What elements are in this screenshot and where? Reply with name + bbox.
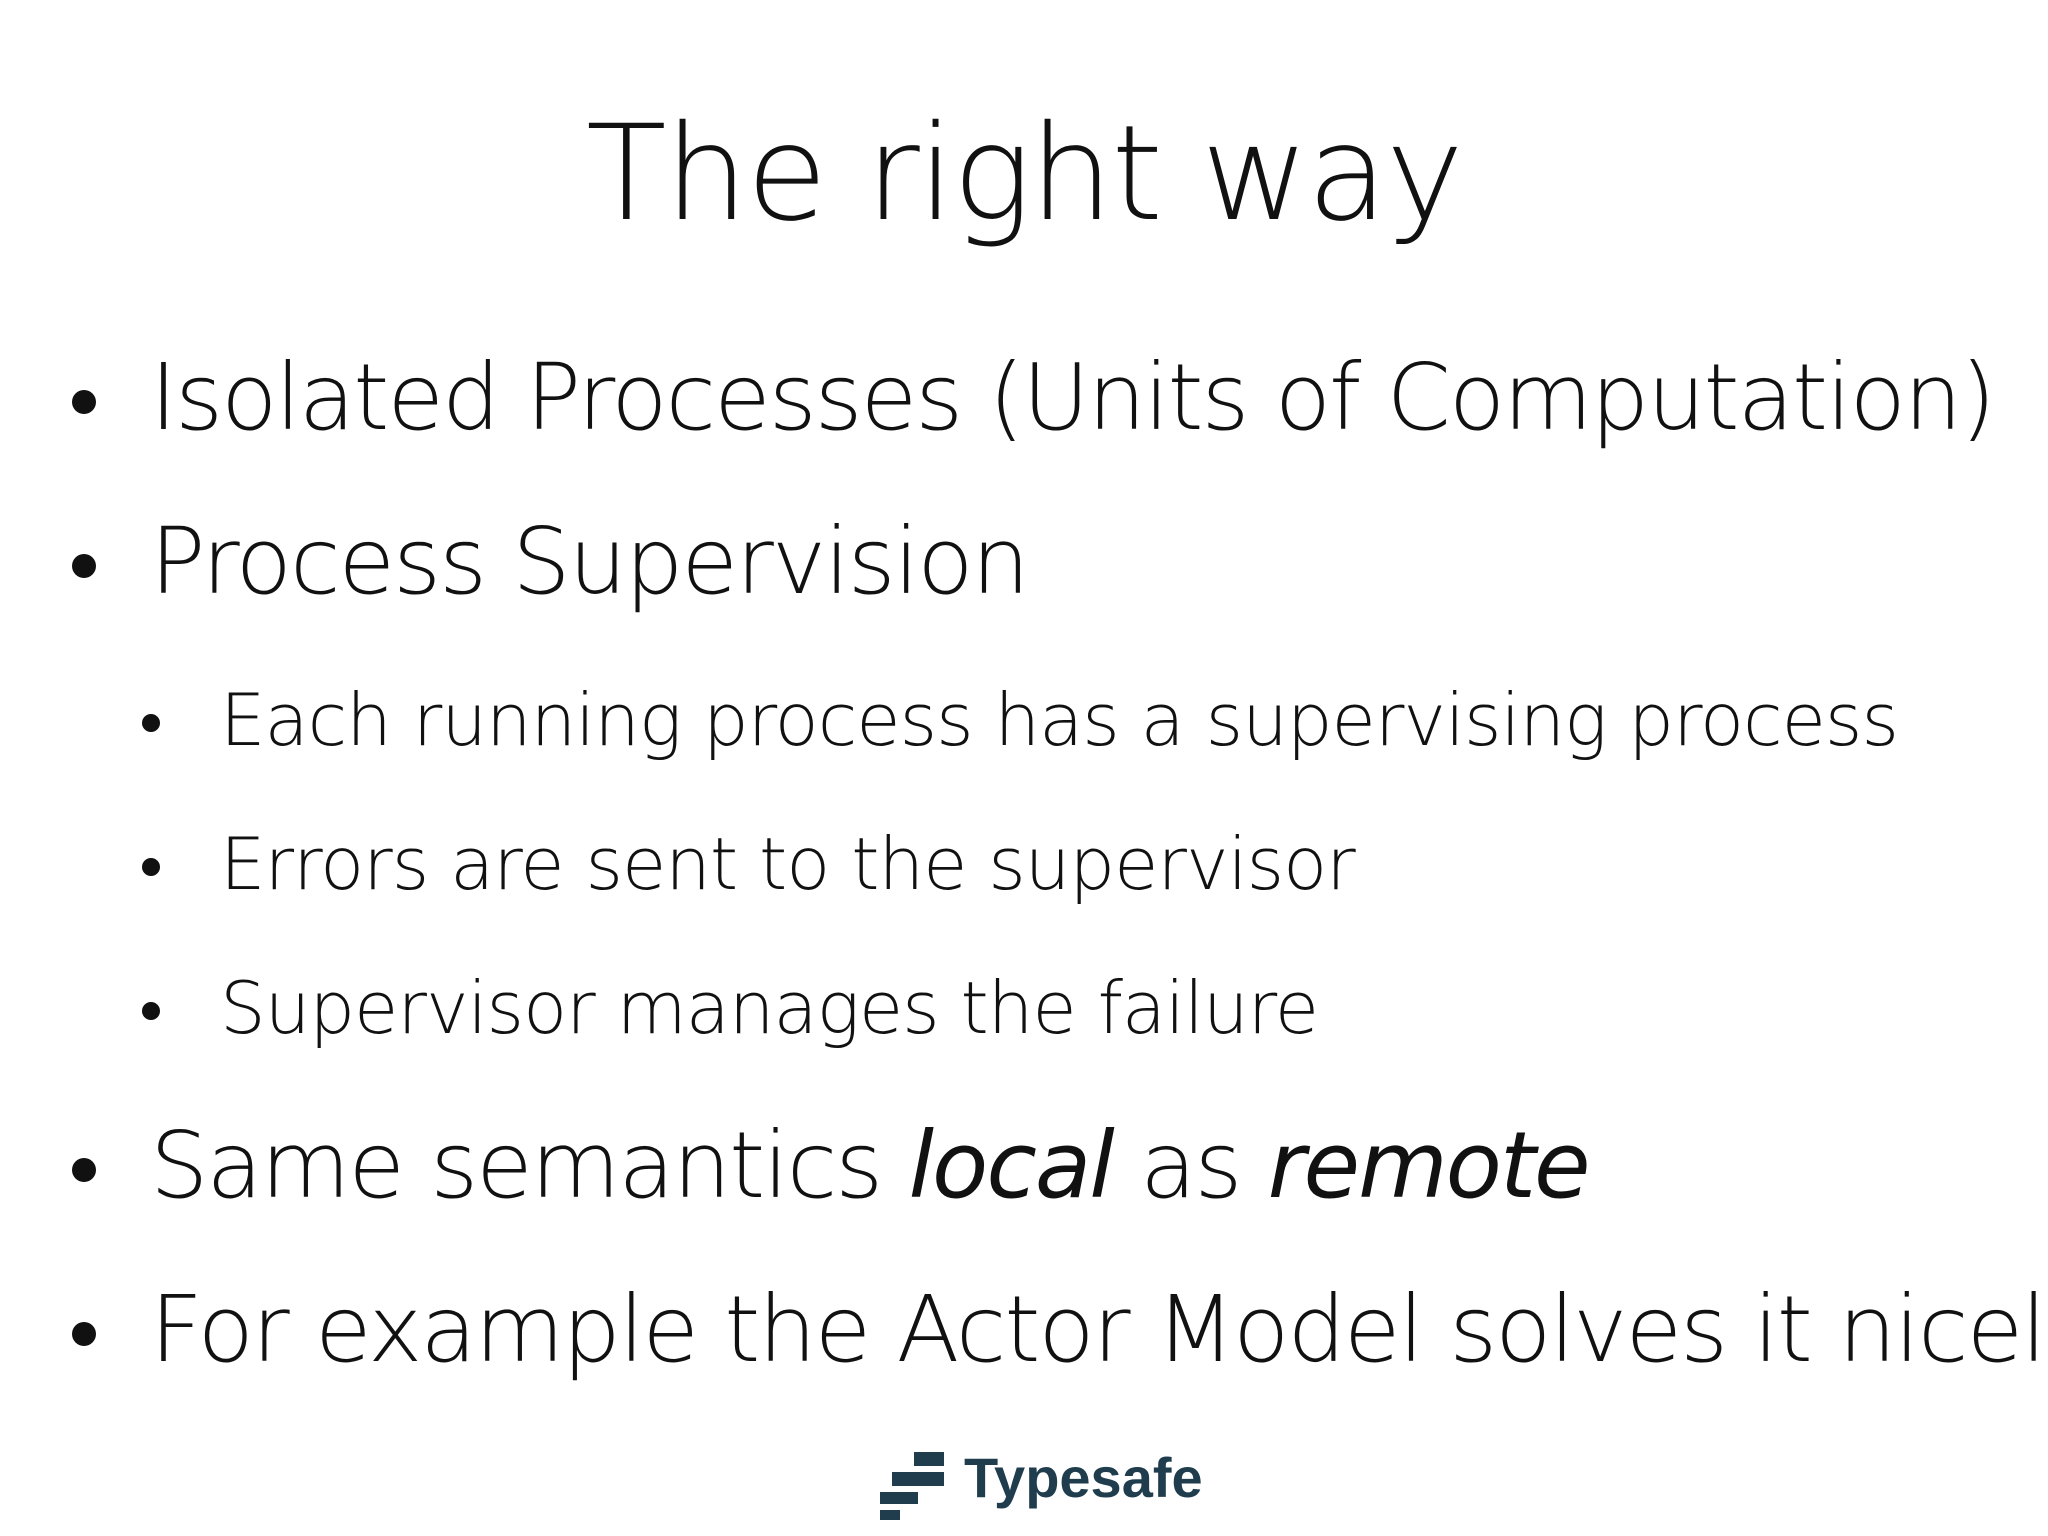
bullet-text: Supervisor manages the failure (220, 966, 1319, 1050)
typesafe-logo: Typesafe (876, 1446, 1203, 1526)
bullet-dot-icon (142, 1002, 160, 1020)
bullet-dot-icon (72, 554, 96, 578)
bullet-dot-icon (142, 714, 160, 732)
bullet-dot-icon (72, 1322, 96, 1346)
text-part: as (1112, 1112, 1268, 1219)
bullet-text: Errors are sent to the supervisor (220, 822, 1356, 906)
bullet-text: Same semantics local as remote (150, 1120, 1591, 1212)
text-part: Same semantics (150, 1112, 909, 1219)
bullet-dot-icon (142, 858, 160, 876)
emphasis-local: local (908, 1112, 1114, 1219)
typesafe-logo-icon (880, 1452, 944, 1520)
bullet-text: Isolated Processes (Units of Computation… (150, 344, 1996, 451)
bullet-text: For example the Actor Model solves it ni… (150, 1276, 2048, 1383)
bullet-dot-icon (72, 390, 96, 414)
emphasis-remote: remote (1267, 1112, 1591, 1219)
bullet-text: Each running process has a supervising p… (220, 678, 1899, 762)
slide-title: The right way (586, 97, 1464, 251)
logo-wordmark: Typesafe (964, 1446, 1203, 1509)
bullet-text: Process Supervision (150, 508, 1030, 615)
bullet-dot-icon (72, 1158, 96, 1182)
